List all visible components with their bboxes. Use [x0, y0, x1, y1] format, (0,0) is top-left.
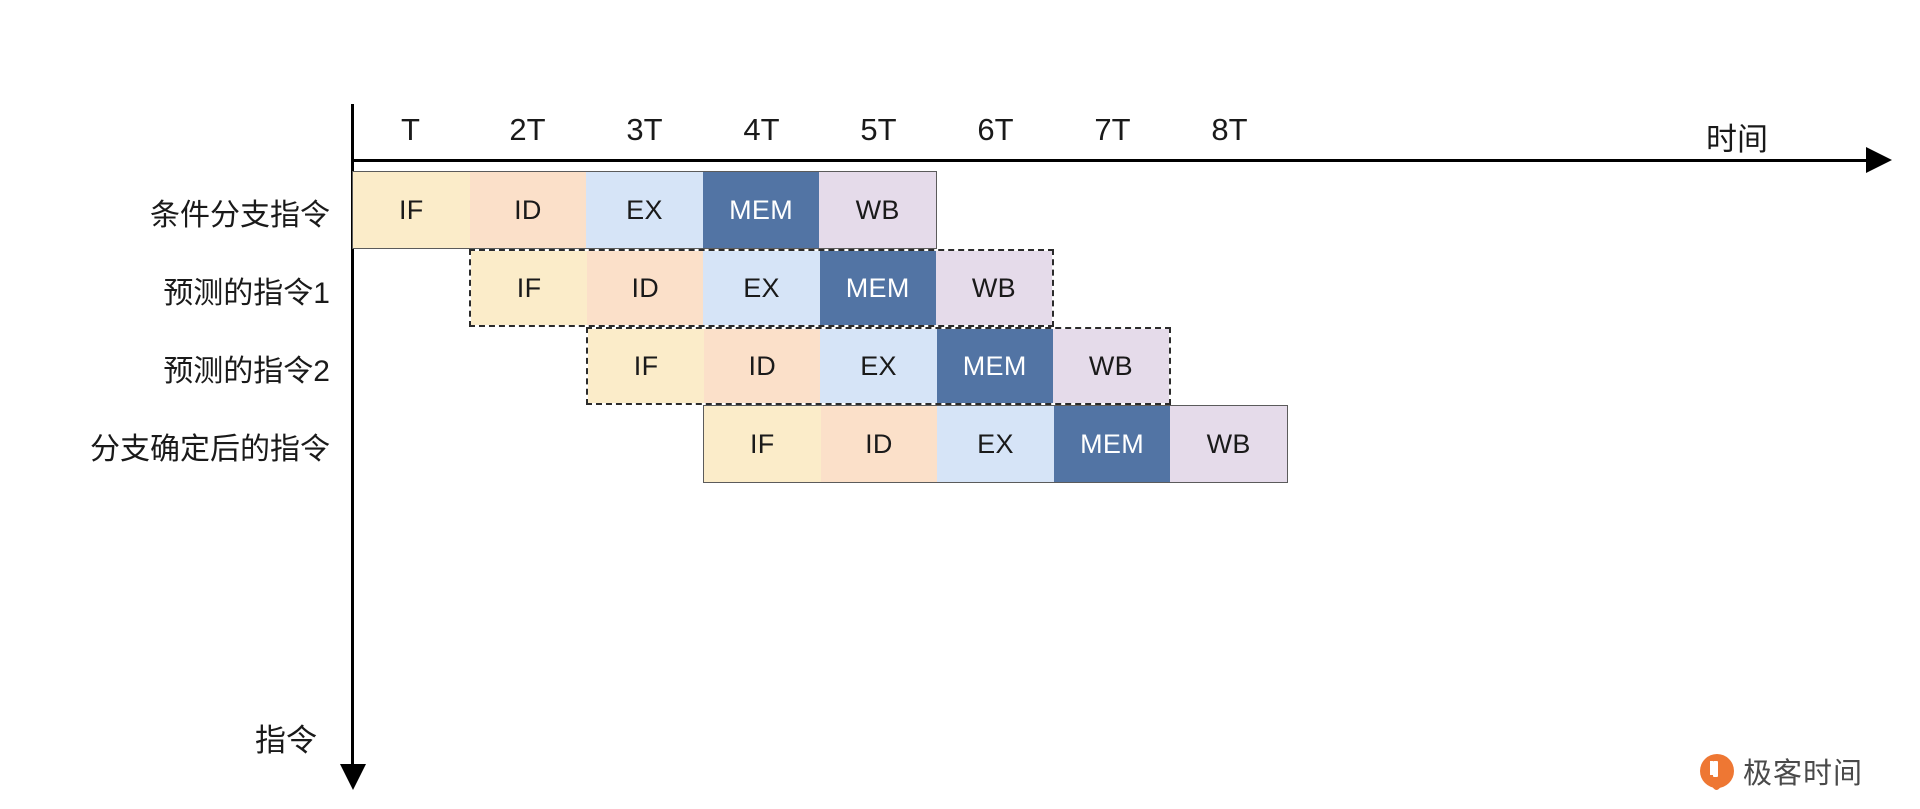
stage-cell-mem: MEM [819, 251, 936, 325]
geekbang-logo-icon [1700, 754, 1734, 788]
x-tick-4T: 4T [743, 112, 780, 147]
x-tick-6T: 6T [977, 112, 1014, 147]
stage-cell-if: IF [588, 329, 705, 403]
stage-cell-id: ID [820, 406, 938, 482]
row-label-0: 条件分支指令 [150, 199, 330, 232]
row-label-1: 预测的指令1 [163, 277, 330, 310]
stage-cell-if: IF [353, 172, 470, 248]
stage-cell-wb: WB [1170, 406, 1287, 482]
x-axis-label: 时间 [1706, 122, 1768, 157]
y-axis-arrow-icon [340, 764, 366, 790]
stage-cell-if: IF [471, 251, 588, 325]
stage-cell-wb: WB [1052, 329, 1170, 403]
x-tick-T: T [401, 112, 420, 147]
x-axis-arrow-icon [1866, 147, 1892, 173]
stage-cell-if: IF [704, 406, 821, 482]
x-tick-3T: 3T [626, 112, 663, 147]
stage-cell-ex: EX [703, 251, 820, 325]
y-axis-label: 指令 [255, 723, 317, 758]
y-axis-line [351, 104, 354, 772]
stage-cell-ex: EX [820, 329, 937, 403]
stage-cell-id: ID [587, 251, 704, 325]
row-label-2: 预测的指令2 [163, 355, 330, 388]
stage-cell-id: ID [469, 172, 587, 248]
watermark-text: 极客时间 [1743, 758, 1864, 790]
stage-cell-id: ID [704, 329, 821, 403]
x-tick-8T: 8T [1211, 112, 1248, 147]
stage-cell-ex: EX [937, 406, 1054, 482]
x-tick-7T: 7T [1094, 112, 1131, 147]
stage-cell-mem: MEM [702, 172, 820, 248]
row-label-3: 分支确定后的指令 [90, 433, 330, 466]
watermark: 极客时间 [1700, 750, 1863, 792]
stage-cell-mem: MEM [936, 329, 1053, 403]
stage-cell-wb: WB [819, 172, 936, 248]
x-axis-line [352, 159, 1872, 162]
x-tick-2T: 2T [509, 112, 546, 147]
stage-cell-mem: MEM [1053, 406, 1171, 482]
stage-cell-wb: WB [935, 251, 1053, 325]
stage-cell-ex: EX [586, 172, 703, 248]
x-tick-5T: 5T [860, 112, 897, 147]
